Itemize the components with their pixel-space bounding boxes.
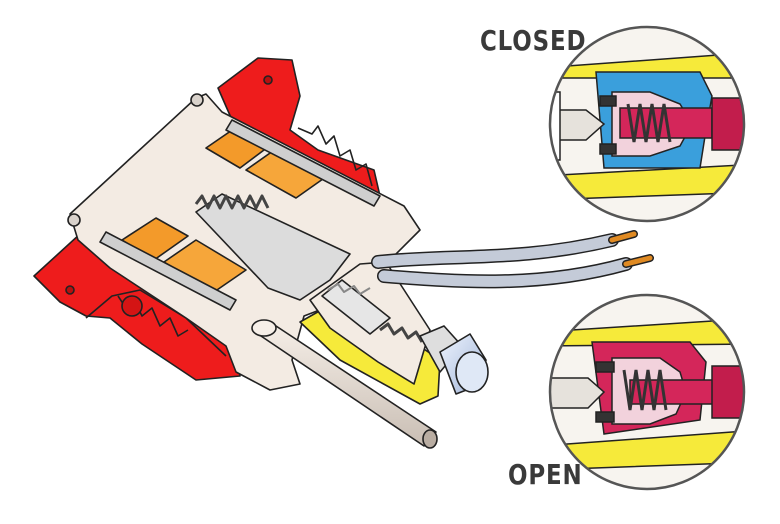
open-label: OPEN <box>508 458 583 491</box>
open-detail-callout <box>548 293 746 491</box>
guide-pin <box>251 319 438 449</box>
led-carriage <box>299 261 463 405</box>
cream-body <box>67 93 421 391</box>
main-spring <box>194 194 270 210</box>
cutaway-assembly <box>33 57 654 449</box>
closed-detail-callout <box>548 25 746 223</box>
wires <box>371 230 654 289</box>
closed-label: CLOSED <box>480 24 587 57</box>
red-housing-bottom <box>33 231 241 381</box>
rails <box>99 119 381 311</box>
led-lens <box>439 333 489 395</box>
